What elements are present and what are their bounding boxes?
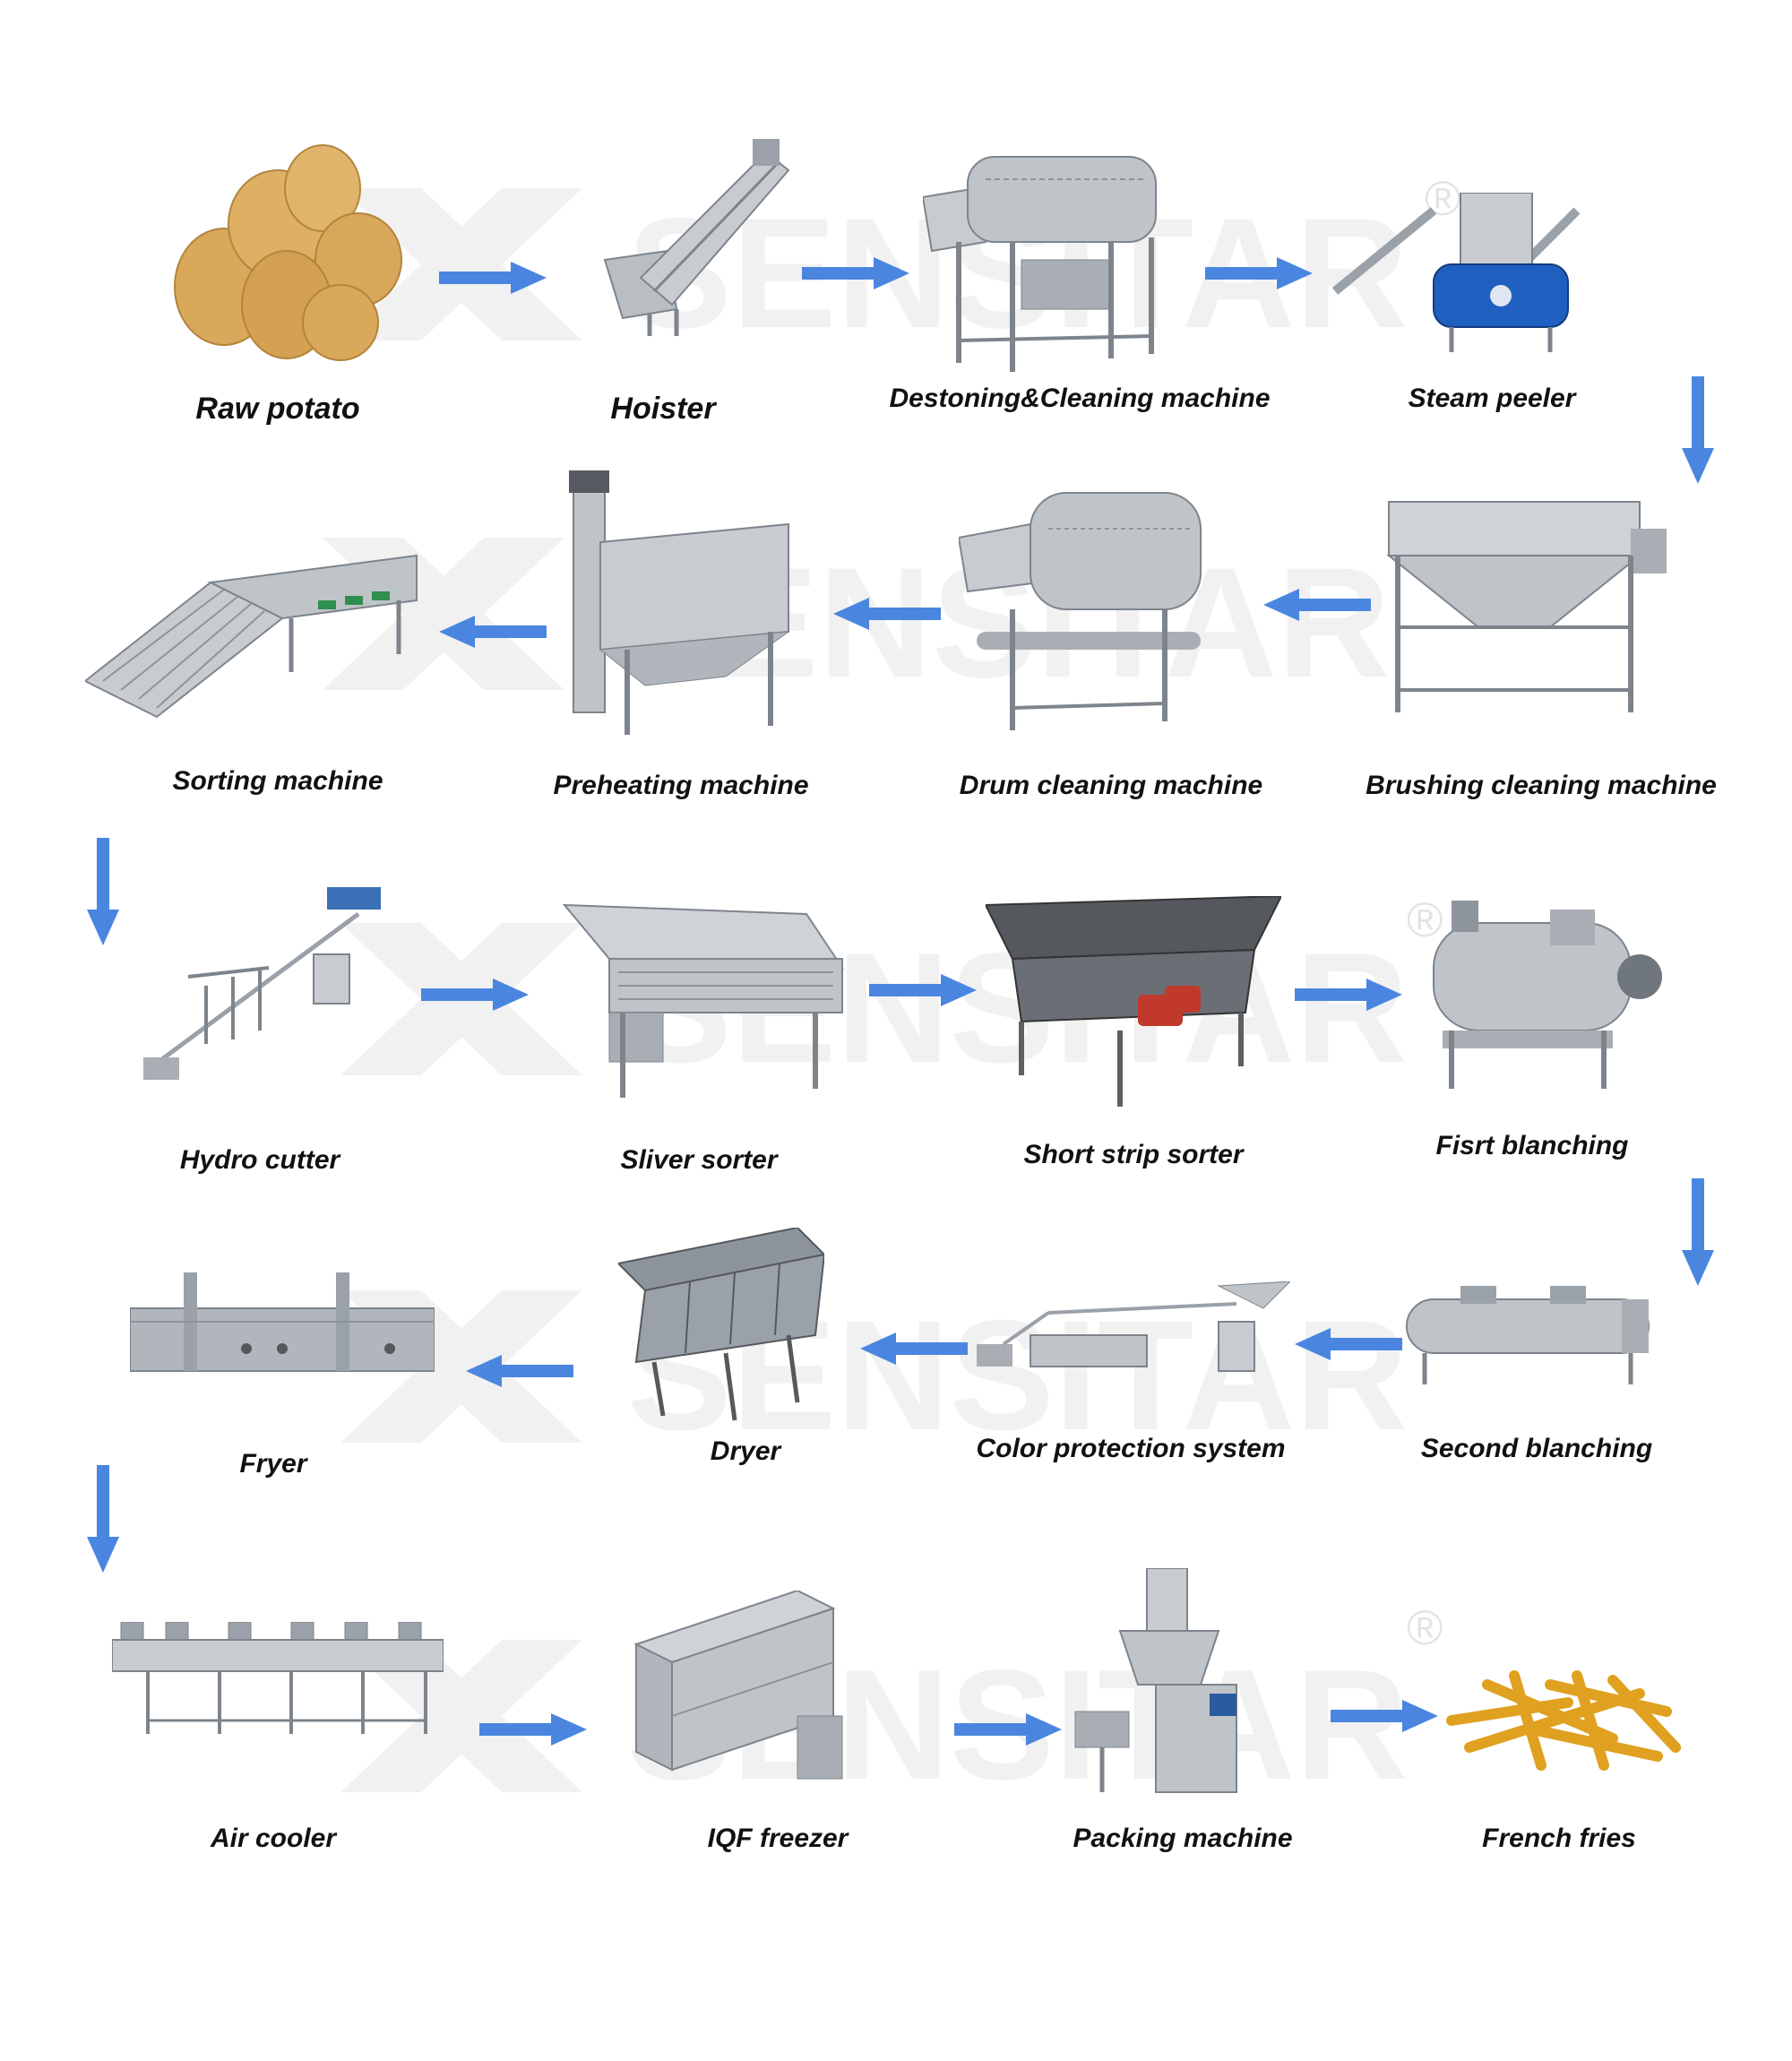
fryer-icon	[130, 1272, 435, 1372]
step-short-strip-sorter	[986, 896, 1281, 1111]
label-raw-potato: Raw potato	[195, 392, 360, 426]
step-hoister	[587, 134, 802, 341]
second-blanching-icon	[1406, 1286, 1650, 1384]
label-brushing: Brushing cleaning machine	[1366, 771, 1717, 800]
arrow-down	[87, 1465, 119, 1573]
label-hoister: Hoister	[610, 392, 716, 426]
arrow-left	[466, 1355, 573, 1387]
label-air-cooler: Air cooler	[210, 1824, 337, 1853]
destoning-machine-icon	[923, 156, 1157, 372]
label-dryer: Dryer	[710, 1436, 781, 1466]
hydro-cutter-icon	[143, 887, 381, 1080]
step-color-protection	[968, 1281, 1290, 1380]
steam-peeler-icon	[1331, 193, 1581, 352]
label-french-fries: French fries	[1482, 1824, 1636, 1853]
label-iqf-freezer: IQF freezer	[707, 1824, 849, 1853]
step-brushing	[1371, 493, 1676, 717]
air-cooler-icon	[112, 1622, 444, 1734]
svg-text:®: ®	[1407, 1604, 1443, 1655]
label-sliver-sorter: Sliver sorter	[620, 1145, 778, 1175]
arrow-left	[439, 616, 547, 648]
label-destoning: Destoning&Cleaning machine	[889, 384, 1271, 413]
label-short-strip-sorter: Short strip sorter	[1023, 1140, 1244, 1169]
label-preheating: Preheating machine	[553, 771, 809, 800]
label-drum-cleaning: Drum cleaning machine	[959, 771, 1263, 800]
arrow-down	[1682, 1178, 1714, 1286]
label-first-blanching: Fisrt blanching	[1435, 1131, 1629, 1160]
arrow-down	[87, 838, 119, 945]
step-packing	[1066, 1568, 1290, 1801]
label-color-protection: Color protection system	[976, 1434, 1286, 1463]
step-fryer	[130, 1272, 435, 1389]
arrow-right	[479, 1713, 587, 1746]
arrow-right	[439, 262, 547, 294]
drum-machine-icon	[959, 492, 1202, 730]
step-drum-cleaning	[959, 475, 1210, 735]
step-sliver-sorter	[556, 896, 851, 1102]
step-first-blanching	[1398, 896, 1667, 1093]
brushing-machine-icon	[1386, 501, 1667, 712]
packing-machine-icon	[1074, 1568, 1237, 1793]
step-iqf-freezer	[618, 1591, 851, 1788]
label-sorting: Sorting machine	[172, 766, 383, 796]
dryer-icon	[618, 1228, 824, 1421]
step-sorting	[85, 547, 426, 726]
arrow-right	[869, 974, 977, 1006]
step-air-cooler	[112, 1622, 444, 1738]
label-second-blanching: Second blanching	[1420, 1434, 1653, 1463]
sorting-machine-icon	[85, 554, 418, 719]
step-preheating	[547, 470, 797, 739]
svg-text:®: ®	[1407, 892, 1443, 947]
short-strip-sorter-icon	[986, 896, 1281, 1107]
label-packing: Packing machine	[1073, 1824, 1293, 1853]
step-second-blanching	[1389, 1281, 1667, 1389]
arrow-left	[860, 1332, 968, 1365]
sliver-sorter-icon	[562, 903, 844, 1098]
label-hydro-cutter: Hydro cutter	[179, 1145, 340, 1175]
arrow-left	[1295, 1328, 1402, 1360]
iqf-freezer-icon	[633, 1591, 843, 1780]
arrow-left	[833, 598, 941, 630]
preheating-machine-icon	[569, 470, 790, 735]
step-hydro-cutter	[134, 887, 394, 1084]
step-destoning	[923, 143, 1165, 376]
label-fryer: Fryer	[239, 1449, 307, 1479]
arrow-right	[1205, 257, 1313, 289]
arrow-right	[954, 1713, 1062, 1746]
arrow-left	[1263, 589, 1371, 621]
color-protection-icon	[977, 1281, 1290, 1372]
arrow-down	[1682, 376, 1714, 484]
step-steam-peeler	[1326, 193, 1595, 354]
step-raw-potato	[161, 143, 403, 367]
step-french-fries	[1434, 1667, 1684, 1774]
arrow-right	[1295, 979, 1402, 1011]
potato-icon	[174, 144, 402, 361]
hoister-icon	[603, 139, 790, 336]
arrow-right	[1331, 1700, 1438, 1732]
arrow-right	[802, 257, 909, 289]
french-fries-icon	[1446, 1670, 1681, 1771]
first-blanching-icon	[1433, 901, 1662, 1089]
label-steam-peeler: Steam peeler	[1408, 384, 1576, 413]
step-dryer	[618, 1228, 824, 1425]
arrow-right	[421, 979, 529, 1011]
